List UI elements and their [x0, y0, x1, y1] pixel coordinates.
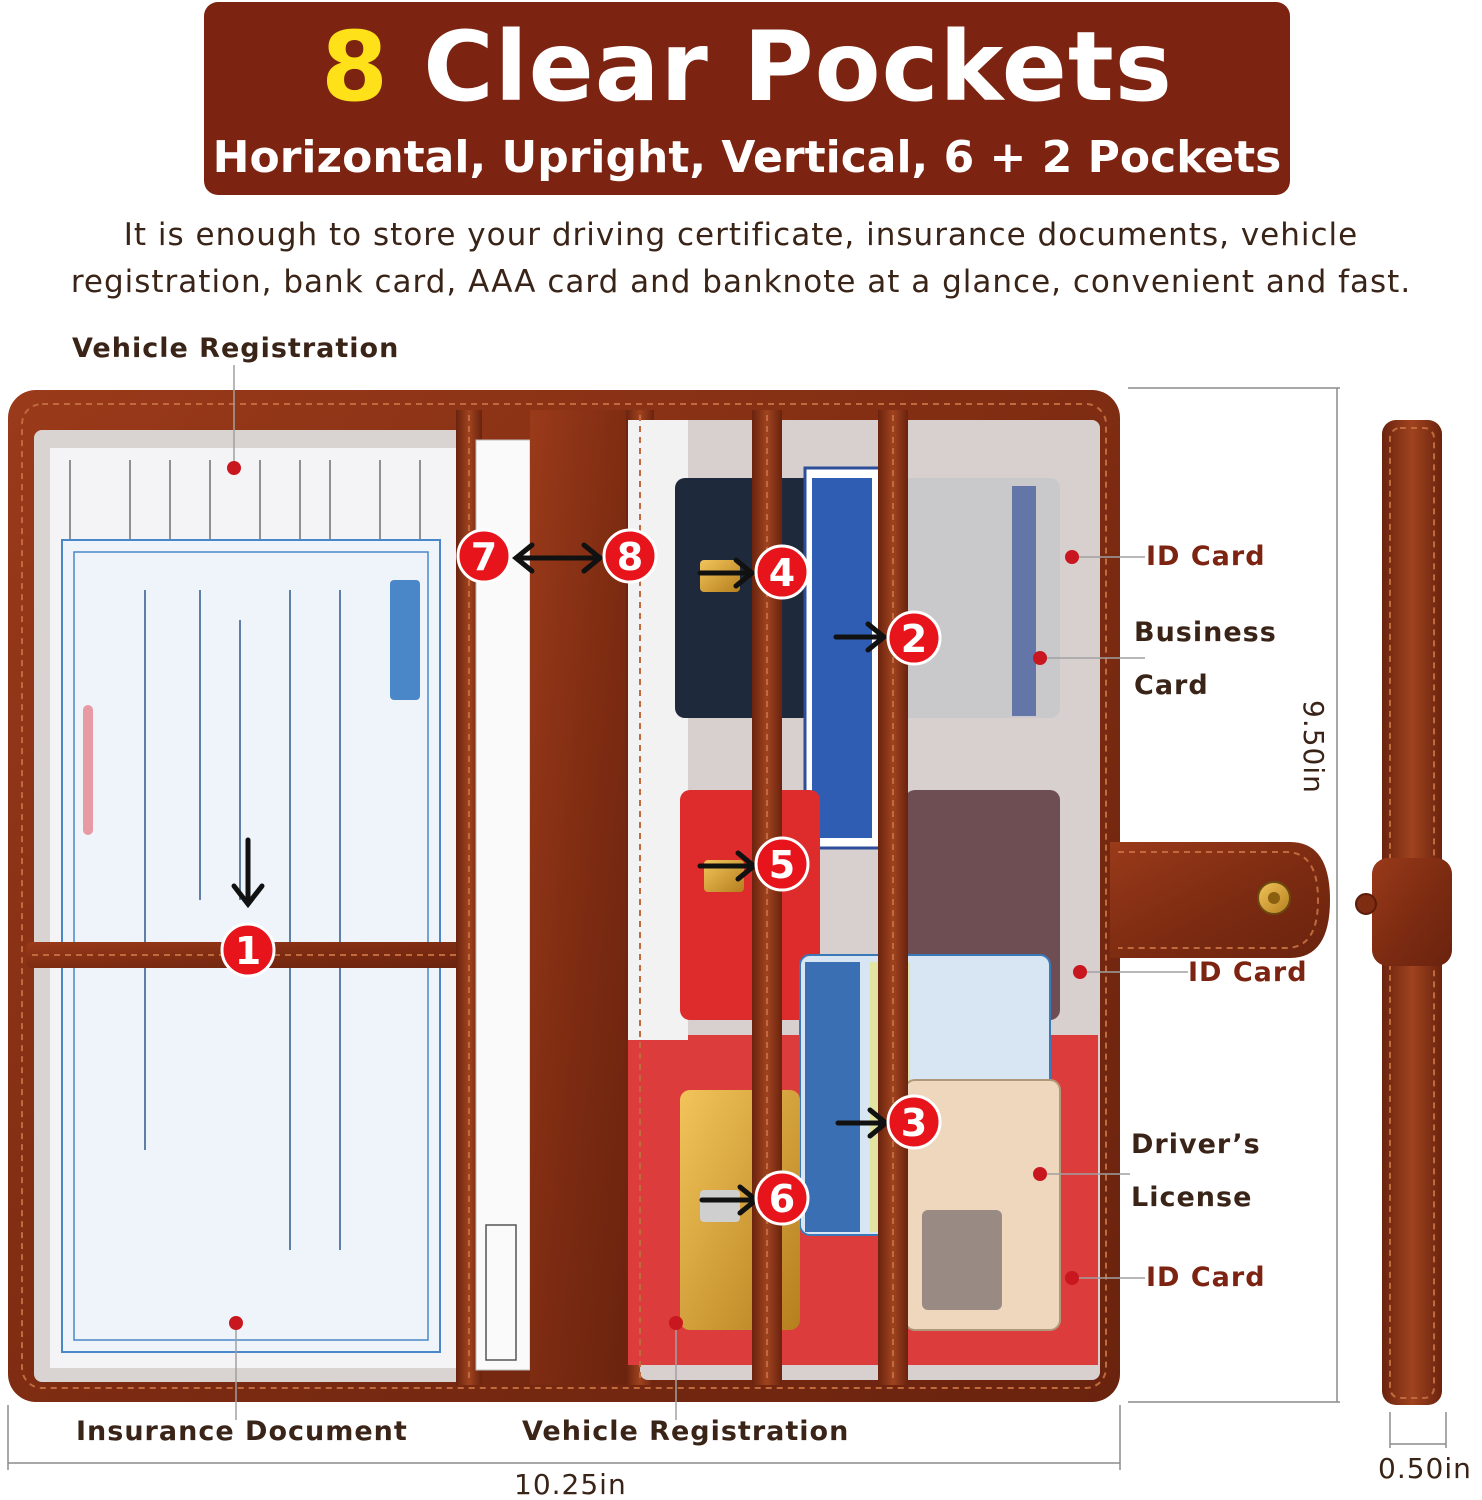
pocket-badge-2: 2	[886, 610, 942, 666]
label-id-card-3: ID Card	[1146, 1262, 1266, 1293]
leader-lines	[233, 365, 1188, 1420]
pocket-number-6: 6	[769, 1177, 795, 1221]
pocket-number-4: 4	[769, 551, 795, 595]
pocket-number-2: 2	[901, 617, 927, 661]
hsbc-card-1	[675, 478, 815, 718]
pocket-badges: 1 2 3 4 5 6 7 8	[220, 528, 942, 1226]
dimension-thickness: 0.50in	[1378, 1452, 1472, 1485]
label-id-card-1: ID Card	[1146, 541, 1266, 572]
dimension-height: 9.50in	[1297, 700, 1330, 794]
pocket-badge-6: 6	[754, 1170, 810, 1226]
pocket-badge-8: 8	[602, 528, 658, 584]
intro-text: It is enough to store your driving certi…	[0, 212, 1482, 306]
pocket-badge-3: 3	[886, 1094, 942, 1150]
pocket-number-8: 8	[617, 535, 643, 579]
pocket-badge-1: 1	[220, 922, 276, 978]
intro-line-1: It is enough to store your driving certi…	[123, 217, 1359, 253]
label-insurance-document: Insurance Document	[76, 1416, 408, 1447]
label-drivers-license-line-2: License	[1131, 1182, 1253, 1213]
title-text: Clear Pockets	[423, 11, 1173, 123]
pocket-arrows	[231, 542, 890, 1216]
label-business-card-line-2: Card	[1134, 670, 1209, 701]
label-drivers-license-line-1: Driver’s	[1131, 1129, 1261, 1160]
insurance-card	[475, 439, 531, 1371]
pocket-number-1: 1	[235, 929, 261, 973]
pocket-badge-7: 7	[456, 528, 512, 584]
banner-title: 8 Clear Pockets	[204, 12, 1290, 122]
title-number: 8	[321, 11, 389, 123]
intro-line-2: registration, bank card, AAA card and ba…	[70, 264, 1412, 300]
pocket-number-3: 3	[901, 1101, 927, 1145]
dimension-lines	[7, 387, 1447, 1470]
clasp-strap	[1110, 842, 1330, 958]
pocket-number-7: 7	[471, 535, 497, 579]
pocket-badge-4: 4	[754, 544, 810, 600]
pocket-badge-5: 5	[754, 836, 810, 892]
title-banner: 8 Clear Pockets Horizontal, Upright, Ver…	[204, 2, 1290, 195]
banner-subtitle: Horizontal, Upright, Vertical, 6 + 2 Poc…	[212, 132, 1282, 183]
label-business-card-line-1: Business	[1134, 617, 1277, 648]
dimension-width: 10.25in	[514, 1468, 627, 1500]
pocket-number-5: 5	[769, 843, 795, 887]
label-id-card-2: ID Card	[1188, 957, 1308, 988]
label-vehicle-registration-bottom: Vehicle Registration	[522, 1416, 850, 1447]
label-vehicle-registration-top: Vehicle Registration	[72, 333, 400, 364]
